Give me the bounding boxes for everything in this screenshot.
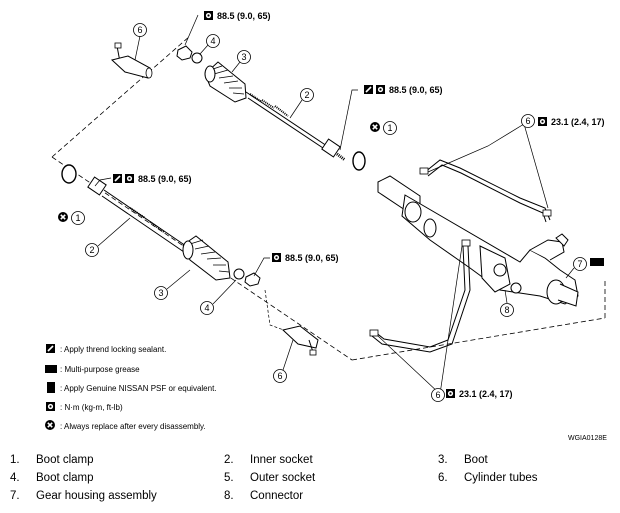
part-item: 8.Connector (224, 490, 304, 502)
lower-outer-socket (264, 289, 319, 356)
lower-inner-socket-rod (87, 176, 187, 253)
part-item: 4.Boot clamp (10, 472, 94, 484)
svg-text:2: 2 (89, 245, 94, 255)
legend-item-psf: : Apply Genuine NISSAN PSF or equivalent… (47, 382, 217, 393)
part-item: 7.Gear housing assembly (10, 490, 157, 502)
upper-boot-clamp-small (191, 52, 203, 64)
gear-housing-assembly (377, 175, 579, 307)
callout-2-left: 2 (85, 217, 131, 257)
svg-text:: N·m (kg-m, ft-lb): : N·m (kg-m, ft-lb) (60, 403, 123, 412)
callout-6-bottom: 6 (431, 388, 445, 402)
legend-item-sealant: : Apply thrend locking sealant. (45, 343, 166, 354)
svg-text:8: 8 (504, 305, 509, 315)
svg-text:4: 4 (210, 36, 215, 46)
upper-outer-socket (110, 42, 153, 79)
callout-7: 7 (565, 257, 604, 279)
torque-value-left: 88.5 (9.0, 65) (138, 174, 192, 184)
upper-boot (204, 61, 247, 103)
figure-code: WGIA0128E (568, 435, 607, 442)
svg-text:1: 1 (387, 123, 392, 133)
svg-text:3: 3 (158, 288, 163, 298)
callout-3-top: 3 (231, 50, 251, 73)
svg-text:6: 6 (435, 390, 440, 400)
svg-text:6: 6 (277, 371, 282, 381)
steering-gear-exploded-diagram: 88.5 (9.0, 65) 88.5 (9.0, 65) 88.5 (9.0,… (44, 11, 607, 442)
svg-text:: Always replace after every d: : Always replace after every disassembly… (60, 422, 206, 431)
callout-5-top: 6 (133, 23, 147, 61)
part-item: 3.Boot (438, 454, 488, 466)
callout-4-bottom: 4 (200, 279, 237, 315)
always-replace-icon (369, 121, 381, 133)
part-item: 5.Outer socket (224, 472, 316, 484)
legend-item-grease: : Multi-purpose grease (45, 365, 140, 374)
assembly-dashed-frame (51, 35, 606, 361)
callout-8: 8 (500, 289, 514, 317)
torque-label-left: 88.5 (9.0, 65) (94, 173, 192, 187)
svg-text:3: 3 (241, 52, 246, 62)
svg-text:: Multi-purpose grease: : Multi-purpose grease (60, 365, 140, 374)
svg-text:: Apply Genuine NISSAN PSF or: : Apply Genuine NISSAN PSF or equivalent… (60, 384, 217, 393)
legend-item-replace: : Always replace after every disassembly… (44, 419, 206, 431)
torque-label-top-mid: 88.5 (9.0, 65) (339, 84, 443, 151)
callout-4-top: 4 (199, 34, 220, 55)
torque-value-top-left: 88.5 (9.0, 65) (217, 11, 271, 21)
torque-label-right-top: 23.1 (2.4, 17) (427, 117, 605, 209)
legend-item-torque: : N·m (kg-m, ft-lb) (46, 402, 123, 412)
svg-text:6: 6 (525, 116, 530, 126)
torque-value-right-top: 23.1 (2.4, 17) (551, 117, 605, 127)
svg-text:4: 4 (204, 303, 209, 313)
part-item: 6.Cylinder tubes (438, 472, 538, 484)
lower-boot-clamp-ring (61, 164, 77, 184)
always-replace-icon (57, 211, 69, 223)
legend: : Apply thrend locking sealant. : Multi-… (44, 343, 217, 431)
callout-1-left: 1 (71, 211, 85, 225)
lower-boot (182, 235, 231, 281)
callout-5-bottom: 6 (273, 339, 294, 383)
lower-boot-clamp-small (233, 268, 245, 280)
torque-label-top-left: 88.5 (9.0, 65) (184, 11, 271, 46)
torque-label-right-bottom: 23.1 (2.4, 17) (377, 245, 513, 399)
callout-1-top: 1 (383, 121, 397, 135)
callout-2-top: 2 (289, 88, 314, 119)
cylinder-tube-lower (369, 239, 471, 353)
svg-text:6: 6 (137, 25, 142, 35)
torque-value-top-mid: 88.5 (9.0, 65) (389, 85, 443, 95)
svg-text:1: 1 (75, 213, 80, 223)
lower-nut (244, 272, 261, 287)
torque-label-bottom-mid: 88.5 (9.0, 65) (253, 253, 339, 277)
part-item: 1.Boot clamp (10, 454, 94, 466)
svg-text:2: 2 (304, 90, 309, 100)
svg-text:7: 7 (577, 259, 582, 269)
upper-nut (176, 45, 193, 61)
upper-boot-clamp-ring (352, 151, 366, 171)
torque-value-right-bottom: 23.1 (2.4, 17) (459, 389, 513, 399)
torque-value-bottom-mid: 88.5 (9.0, 65) (285, 253, 339, 263)
cylinder-tube-upper (419, 159, 552, 223)
multi-purpose-grease-icon (590, 258, 604, 266)
upper-inner-socket-rod (245, 91, 346, 162)
callout-3-bottom: 3 (154, 269, 191, 300)
part-item: 2.Inner socket (224, 454, 313, 466)
callout-6-top: 6 (521, 114, 535, 128)
svg-text:: Apply thrend locking sealant: : Apply thrend locking sealant. (60, 345, 166, 354)
